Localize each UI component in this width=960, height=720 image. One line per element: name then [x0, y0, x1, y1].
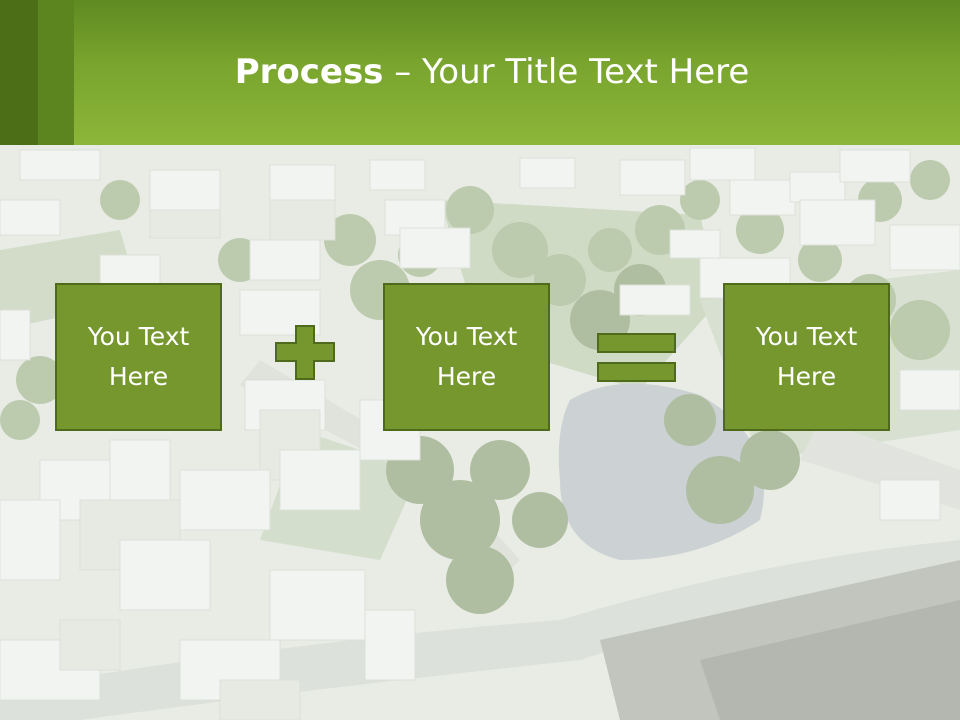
- process-box-2[interactable]: You Text Here: [383, 283, 550, 431]
- title-bold: Process: [234, 52, 384, 92]
- process-box-3-text: You Text Here: [755, 322, 858, 391]
- accent-bar-mid: [38, 0, 74, 145]
- process-box-1[interactable]: You Text Here: [55, 283, 222, 431]
- process-box-3[interactable]: You Text Here: [723, 283, 890, 431]
- process-box-1-text: You Text Here: [87, 322, 190, 391]
- city-aerial-background: [0, 145, 960, 720]
- slide-title[interactable]: Process – Your Title Text Here: [0, 52, 960, 92]
- title-rest: – Your Title Text Here: [383, 52, 750, 92]
- process-box-2-text: You Text Here: [415, 322, 518, 391]
- title-band: [0, 0, 960, 145]
- accent-bar-dark: [0, 0, 38, 145]
